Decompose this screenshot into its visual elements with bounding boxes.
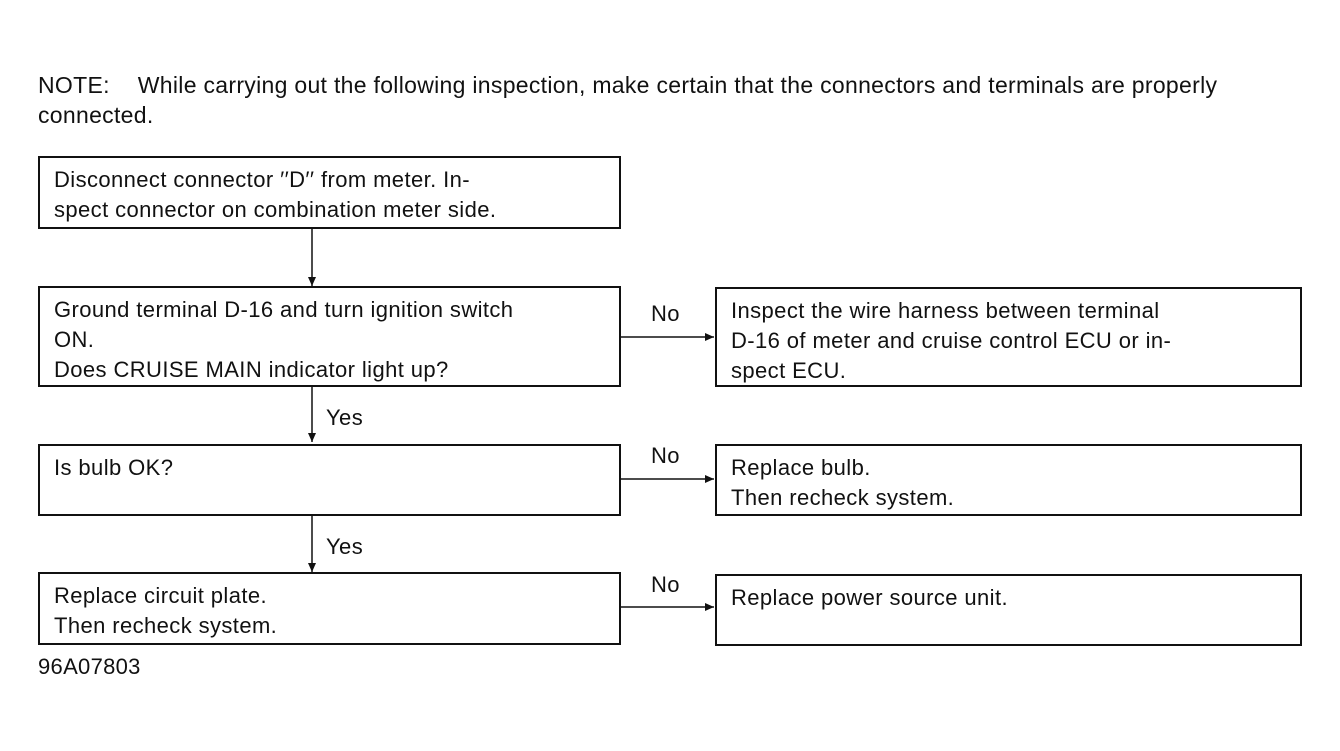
step2-no-action-line1: Inspect the wire harness between termina… [731,298,1160,323]
figure-code: 96A07803 [38,654,141,679]
step2-line1: Ground terminal D-16 and turn ignition s… [54,297,514,322]
step4-line2: Then recheck system. [54,613,278,638]
step4-box: Replace circuit plate. Then recheck syst… [38,572,621,645]
step4-no-label: No [651,572,680,597]
step2-no-action-box: Inspect the wire harness between termina… [715,287,1302,387]
step3-line1: Is bulb OK? [54,455,174,480]
step2-line2: ON. [54,327,95,352]
step1-box: Disconnect connector ′′D′′ from meter. I… [38,156,621,229]
note: NOTE:While carrying out the following in… [38,70,1318,130]
step2-box: Ground terminal D-16 and turn ignition s… [38,286,621,387]
step1-line2: spect connector on combination meter sid… [54,197,497,222]
step2-no-action-line3: spect ECU. [731,358,847,383]
step4-line1: Replace circuit plate. [54,583,268,608]
note-text: While carrying out the following inspect… [38,72,1218,128]
step3-no-action-line2: Then recheck system. [731,485,955,510]
step2-no-label: No [651,301,680,326]
step1-line1: Disconnect connector ′′D′′ from meter. I… [54,167,471,192]
step3-no-label: No [651,443,680,468]
step4-no-action-box: Replace power source unit. [715,574,1302,646]
step3-box: Is bulb OK? [38,444,621,516]
step3-no-action-line1: Replace bulb. [731,455,871,480]
note-label: NOTE: [38,72,110,98]
step3-no-action-box: Replace bulb. Then recheck system. [715,444,1302,516]
step2-yes-label: Yes [326,405,364,430]
step4-no-action-line1: Replace power source unit. [731,585,1008,610]
step2-no-action-line2: D-16 of meter and cruise control ECU or … [731,328,1172,353]
step2-line3: Does CRUISE MAIN indicator light up? [54,357,449,382]
step3-yes-label: Yes [326,534,364,559]
